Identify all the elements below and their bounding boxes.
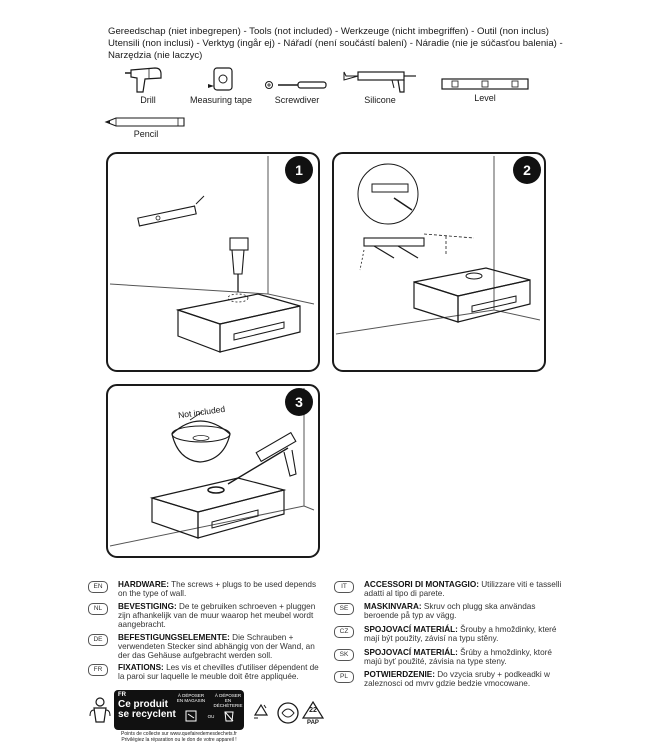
note-it-text: Utilizzare viti e tasselli adatti al tip… xyxy=(364,580,562,598)
recycling-title-line-1: Ce produit xyxy=(118,699,168,710)
lang-badge-cz: CZ xyxy=(334,626,354,638)
drill-icon xyxy=(125,67,162,93)
step-badge-2: 2 xyxy=(513,156,541,184)
tool-label-drill: Drill xyxy=(140,95,156,105)
lang-badge-sk: SK xyxy=(334,649,354,661)
recycling-footer: Points de collecte sur www.quefairedemes… xyxy=(112,731,246,743)
header-line-3: Narzędzia (nie laczyc) xyxy=(108,50,203,61)
step-panel-2: 2 xyxy=(332,152,546,372)
step-3-illustration xyxy=(109,388,315,547)
tool-label-pencil: Pencil xyxy=(133,129,159,139)
note-nl-text: De te gebruiken schroeven + pluggen zijn… xyxy=(118,602,316,629)
note-cz: SPOJOVACÍ MATERIÁL: Šrouby a hmoždinky, … xyxy=(364,625,564,643)
note-de-head: BEFESTIGUNGSELEMENTE: xyxy=(118,633,230,642)
step-panel-1: 1 xyxy=(106,152,320,372)
note-fr-text: Les vis et chevilles d'utiliser dépenden… xyxy=(118,663,319,681)
lang-badge-de: DE xyxy=(88,634,108,646)
silicone-gun-icon xyxy=(343,71,416,93)
lang-badge-nl: NL xyxy=(88,603,108,615)
pencil-icon xyxy=(104,117,185,127)
lang-badge-it: IT xyxy=(334,581,354,593)
tool-pencil: Pencil xyxy=(104,116,188,139)
recycling-option-dechetterie: À DÉPOSER EN DÉCHÈTERIE xyxy=(213,693,243,708)
note-sk-head: SPOJOVACÍ MATERIÁL: xyxy=(364,648,458,657)
step-panel-3: Not included 3 xyxy=(106,384,320,558)
pap-recycling-code: 22 PAP xyxy=(300,700,326,730)
recycle-loop-icon xyxy=(253,703,269,719)
recycling-footer-line-2: Privilégiez la réparation ou le don de v… xyxy=(121,736,237,743)
note-nl-head: BEVESTIGING: xyxy=(118,602,177,611)
tool-screwdriver: Screwdiver xyxy=(262,76,332,105)
note-sk: SPOJOVACÍ MATERIÁL: Šrúby a hmoždinky, k… xyxy=(364,648,564,666)
recycling-country: FR xyxy=(118,692,126,698)
screwdriver-icon xyxy=(265,81,327,89)
note-fr-head: FIXATIONS: xyxy=(118,663,164,672)
tool-silicone: Silicone xyxy=(342,66,418,105)
note-de-text: Die Schrauben + verwendeten Stecker sind… xyxy=(118,633,315,660)
note-en: HARDWARE: The screws + plugs to be used … xyxy=(118,580,323,598)
tool-drill: Drill xyxy=(118,64,178,105)
level-icon xyxy=(441,78,529,90)
header-line-2: Utensili (non inclusi) - Verktyg (ingår … xyxy=(108,38,563,49)
lang-badge-se: SE xyxy=(334,603,354,615)
recycling-title: Ce produit se recyclent xyxy=(118,700,176,720)
note-se-text: Skruv och plugg ska användas beroende på… xyxy=(364,602,536,620)
green-dot-icon xyxy=(277,702,299,724)
note-fr: FIXATIONS: Les vis et chevilles d'utilis… xyxy=(118,663,323,681)
note-pl: POTWIERDZENIE: Do vzycia sruby + podkead… xyxy=(364,670,564,688)
recycling-info: FR Ce produit se recyclent À DÉPOSER EN … xyxy=(88,690,244,742)
lang-badge-en: EN xyxy=(88,581,108,593)
note-cz-head: SPOJOVACÍ MATERIÁL: xyxy=(364,625,458,634)
store-bin-icon xyxy=(185,710,197,722)
lang-badge-fr: FR xyxy=(88,664,108,676)
step-badge-3: 3 xyxy=(285,388,313,416)
tool-label-screwdriver: Screwdiver xyxy=(274,95,320,105)
header-line-1: Gereedschap (niet inbegrepen) - Tools (n… xyxy=(108,26,549,37)
tool-level: Level xyxy=(440,76,530,103)
note-it: ACCESSORI DI MONTAGGIO: Utilizzare viti … xyxy=(364,580,564,598)
note-sk-text: Šrúby a hmoždinky, ktoré majú byť použit… xyxy=(364,648,552,666)
note-pl-text: Do vzycia sruby + podkeadki w zaleznosci… xyxy=(364,670,550,688)
recycling-banner: FR Ce produit se recyclent À DÉPOSER EN … xyxy=(114,690,244,730)
triman-icon xyxy=(89,697,111,723)
step-badge-1: 1 xyxy=(285,156,313,184)
recycling-option-store: À DÉPOSER EN MAGASIN xyxy=(176,693,206,703)
step-2-illustration xyxy=(335,156,541,335)
lang-badge-pl: PL xyxy=(334,671,354,683)
measuring-tape-icon xyxy=(208,67,233,91)
recycling-title-line-2: se recyclent xyxy=(118,709,176,720)
recycling-bin-icon xyxy=(224,711,234,722)
note-pl-head: POTWIERDZENIE: xyxy=(364,670,435,679)
pap-number: 22 xyxy=(309,707,317,714)
recycling-or: OU xyxy=(207,714,215,719)
tool-label-measuring-tape: Measuring tape xyxy=(189,95,253,105)
recycling-footer-line-1: Points de collecte sur www.quefairedemes… xyxy=(121,731,237,737)
pap-label: PAP xyxy=(307,720,319,726)
note-cz-text: Šrouby a hmoždinky, které mají být použi… xyxy=(364,625,557,643)
tool-label-level: Level xyxy=(474,93,496,103)
tools-header: Gereedschap (niet inbegrepen) - Tools (n… xyxy=(108,26,578,62)
step-1-illustration xyxy=(109,156,315,353)
note-it-head: ACCESSORI DI MONTAGGIO: xyxy=(364,580,479,589)
pap-triangle-icon xyxy=(301,700,325,719)
note-nl: BEVESTIGING: De te gebruiken schroeven +… xyxy=(118,602,323,629)
tool-measuring-tape: Measuring tape xyxy=(186,64,256,105)
note-en-text: The screws + plugs to be used depends on… xyxy=(118,580,317,598)
note-se-head: MASKINVARA: xyxy=(364,602,422,611)
tool-label-silicone: Silicone xyxy=(364,95,396,105)
note-se: MASKINVARA: Skruv och plugg ska användas… xyxy=(364,602,564,620)
note-en-head: HARDWARE: xyxy=(118,580,169,589)
note-de: BEFESTIGUNGSELEMENTE: Die Schrauben + ve… xyxy=(118,633,323,660)
